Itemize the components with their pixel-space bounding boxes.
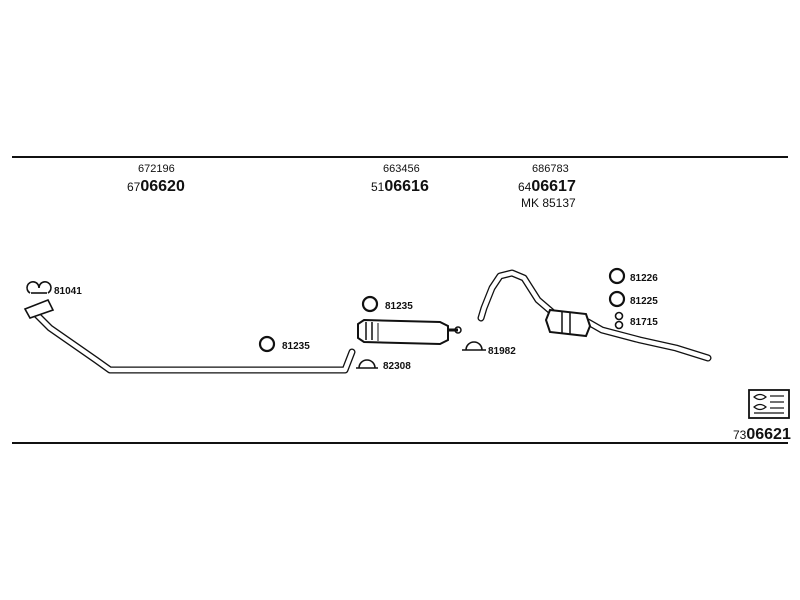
- ring-icon-mid: [361, 295, 379, 313]
- header-extra-3: MK 85137: [521, 196, 576, 210]
- ring-icon-front: [258, 335, 276, 353]
- rear-silencer: [544, 308, 592, 338]
- kit-box-icon: [748, 389, 790, 419]
- label-81235-mid: 81235: [385, 301, 413, 312]
- header-main-2: 06616: [384, 178, 429, 195]
- header-prefix-3: 64: [518, 180, 532, 194]
- label-81982: 81982: [488, 346, 516, 357]
- header-code-1: 672196: [138, 163, 175, 175]
- header-code-2: 663456: [383, 163, 420, 175]
- kit-part-number: 7306621: [733, 426, 791, 443]
- ring-icon-81226: [608, 267, 626, 285]
- clamp-icon-82308: [356, 359, 378, 369]
- label-81226: 81226: [630, 273, 658, 284]
- label-81715: 81715: [630, 317, 658, 328]
- gasket-clamp-icon: [26, 281, 52, 294]
- header-part-number-3: 6406617: [518, 178, 576, 195]
- center-silencer: [357, 318, 462, 346]
- header-main-1: 06620: [140, 178, 185, 195]
- kit-main: 06621: [746, 426, 791, 443]
- flange-icon: [23, 298, 55, 319]
- label-82308: 82308: [383, 361, 411, 372]
- hanger-icon-81715: [614, 311, 624, 330]
- front-pipe: [23, 298, 356, 374]
- header-main-3: 06617: [531, 178, 576, 195]
- label-81225: 81225: [630, 296, 658, 307]
- header-prefix-2: 51: [371, 180, 385, 194]
- header-part-number-1: 6706620: [127, 178, 185, 195]
- label-81041: 81041: [54, 286, 82, 297]
- header-part-number-2: 5106616: [371, 178, 429, 195]
- label-81235-front: 81235: [282, 341, 310, 352]
- kit-prefix: 73: [733, 428, 747, 442]
- header-prefix-1: 67: [127, 180, 141, 194]
- ring-icon-81225: [608, 290, 626, 308]
- rear-pipe: [477, 269, 712, 362]
- clamp-icon-81982: [462, 341, 486, 351]
- header-code-3: 686783: [532, 163, 569, 175]
